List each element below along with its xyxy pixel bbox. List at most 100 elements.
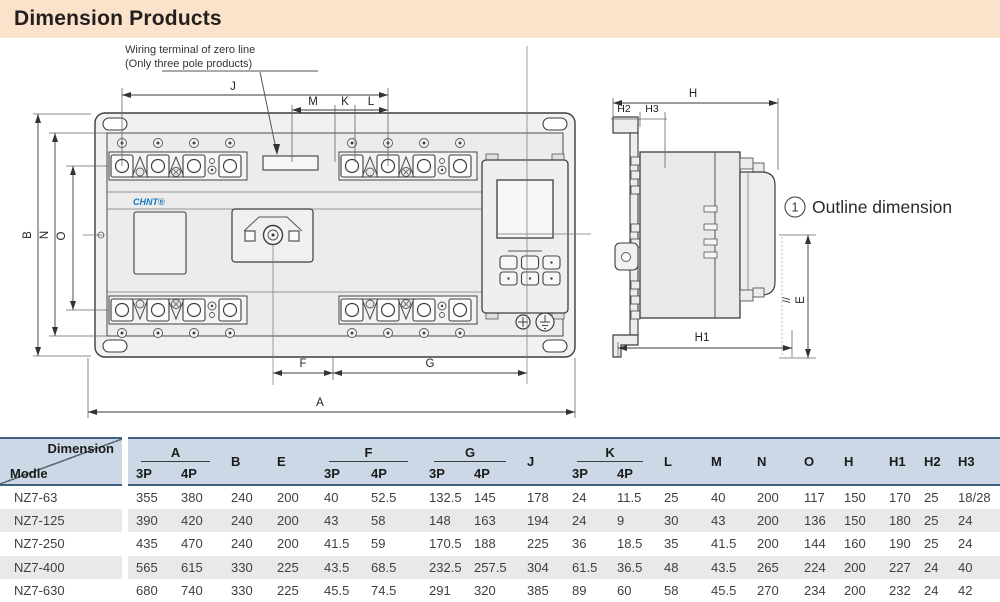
subheader-F-4P: 4P — [363, 462, 422, 486]
mounting-slot — [542, 117, 568, 131]
value-cell: 435 — [136, 536, 158, 552]
value-cell: 9 — [609, 509, 657, 533]
outline-dimension-note: 1 Outline dimension — [784, 196, 952, 218]
column-gap — [122, 532, 128, 556]
model-cell: NZ7-63 — [14, 490, 58, 506]
zero-line-terminal — [262, 155, 319, 171]
value-cell: 117 — [804, 490, 825, 506]
value-cell: 148 — [421, 509, 467, 533]
value-cell: 40 — [324, 490, 339, 506]
value-cell: 35 — [664, 536, 679, 552]
value-cell: 150 — [844, 490, 866, 506]
value-cell: 225 — [527, 536, 549, 552]
value-cell: 136 — [796, 509, 837, 533]
dim-label-O: O — [56, 231, 68, 240]
column-gap — [122, 485, 128, 510]
value-cell: 40 — [950, 555, 1000, 579]
value-cell: 227 — [881, 555, 917, 579]
value-cell: 265 — [749, 555, 797, 579]
subheader-G-3P: 3P — [421, 462, 467, 486]
value-cell: 18/28 — [958, 490, 991, 506]
dim-label-F: F — [299, 358, 306, 370]
value-cell: 257.5 — [466, 555, 520, 579]
value-cell: 232.5 — [421, 555, 467, 579]
dim-label-B: B — [22, 231, 34, 239]
col-header-A: A — [128, 437, 224, 462]
value-cell: 200 — [269, 509, 317, 533]
note-label: Outline dimension — [812, 197, 952, 217]
value-cell: 68.5 — [363, 555, 422, 579]
controller-panel — [481, 153, 569, 320]
value-cell: 41.5 — [711, 536, 737, 552]
value-cell: 30 — [656, 509, 704, 533]
col-header-F: F — [316, 437, 422, 462]
value-cell: 225 — [269, 555, 317, 579]
dim-label-A: A — [316, 397, 324, 409]
value-cell: 170 — [889, 490, 911, 506]
dim-label-K: K — [341, 96, 349, 108]
subheader-F-3P: 3P — [316, 462, 364, 486]
brand-logo: CHNT® — [133, 197, 165, 207]
mounting-slot — [102, 339, 128, 353]
subheader-K-4P: 4P — [609, 462, 657, 486]
corner-label-modle: Modle — [10, 466, 48, 481]
value-cell: 291 — [429, 582, 451, 598]
col-header-O: O — [796, 437, 837, 486]
value-cell: 24 — [572, 490, 587, 506]
col-header-L: L — [656, 437, 704, 486]
value-cell: 25 — [924, 490, 939, 506]
front-view: CHNT® — [83, 46, 591, 385]
value-cell: 24 — [916, 555, 951, 579]
model-cell: NZ7-250 — [14, 536, 65, 552]
value-cell: 52.5 — [371, 490, 397, 506]
col-header-H3: H3 — [950, 437, 1000, 486]
subheader-A-4P: 4P — [173, 462, 224, 486]
value-cell: 200 — [757, 490, 779, 506]
callout-arrow — [273, 144, 280, 155]
note-number: 1 — [792, 201, 799, 215]
page-title: Dimension Products — [14, 7, 222, 30]
value-cell: 232 — [889, 582, 911, 598]
value-cell: 160 — [844, 536, 866, 552]
value-cell: 200 — [277, 536, 299, 552]
value-cell: 60 — [617, 582, 632, 598]
side-view — [612, 116, 776, 358]
note-number-circle — [784, 196, 806, 218]
col-header-H2: H2 — [916, 437, 951, 486]
value-cell: 420 — [173, 509, 224, 533]
value-cell: 48 — [656, 555, 704, 579]
controller-display — [496, 179, 554, 239]
value-cell: 43 — [703, 509, 750, 533]
value-cell: 380 — [181, 490, 203, 506]
value-cell: 45.5 — [324, 582, 350, 598]
dim-label-H: H — [689, 88, 697, 100]
value-cell: 200 — [757, 536, 779, 552]
table-corner-cell: Dimension Modle — [0, 437, 122, 486]
value-cell: 304 — [519, 555, 565, 579]
value-cell: 320 — [474, 582, 496, 598]
value-cell: 36 — [572, 536, 587, 552]
front-dimensions: J M K L B N O F G A Wiring terminal of z… — [22, 44, 576, 418]
switch-handle — [231, 208, 314, 263]
value-cell: 225 — [277, 582, 299, 598]
controller-button — [499, 255, 518, 270]
value-cell: 163 — [466, 509, 520, 533]
value-cell: 330 — [231, 582, 253, 598]
value-cell: 132.5 — [429, 490, 462, 506]
dim-label-H1: H1 — [695, 332, 710, 344]
callout-line2: (Only three pole products) — [125, 58, 252, 70]
value-cell: 43.5 — [316, 555, 364, 579]
value-cell: 240 — [231, 536, 253, 552]
value-cell: 240 — [223, 509, 270, 533]
value-cell: 24 — [564, 509, 610, 533]
column-gap — [122, 509, 128, 533]
col-header-G: G — [421, 437, 520, 462]
value-cell: 188 — [474, 536, 496, 552]
value-cell: 36.5 — [609, 555, 657, 579]
col-header-J: J — [519, 437, 565, 486]
model-cell: NZ7-400 — [0, 555, 122, 579]
value-cell: 355 — [136, 490, 158, 506]
